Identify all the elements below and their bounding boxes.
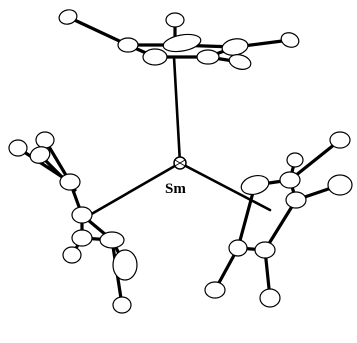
atom-ellipsoid [279, 171, 301, 189]
metal-atom [173, 156, 187, 170]
metal-centroid-bonds [86, 55, 272, 218]
atom-ellipsoid [221, 38, 249, 56]
metal-label: Sm [165, 181, 186, 197]
atom-ellipsoid [196, 49, 220, 65]
atom-ellipsoid [29, 146, 51, 164]
atom-ellipsoid [142, 48, 168, 66]
atom-ellipsoid [58, 9, 78, 25]
top-ring-atoms [58, 9, 300, 70]
bond-sm-left-centroid [86, 161, 182, 218]
atom-ellipsoid [112, 296, 132, 314]
atom-ellipsoid [254, 241, 276, 259]
atom-ellipsoid [99, 231, 125, 249]
atom-ellipsoid [59, 173, 81, 191]
bond-sm-top-centroid [172, 55, 182, 165]
left-ring-bonds [16, 138, 127, 307]
left-cp-ring [8, 131, 138, 314]
atom-ellipsoid [8, 139, 28, 157]
atom-ellipsoid [35, 131, 55, 149]
atom-ellipsoid [280, 32, 300, 48]
atom-ellipsoid [327, 174, 353, 196]
atom-ellipsoid [71, 229, 93, 247]
bond-sm-right-centroid [178, 161, 272, 212]
atom-ellipsoid [286, 152, 304, 168]
atom-ellipsoid [162, 33, 202, 53]
atom-ellipsoid [259, 288, 281, 308]
right-ring-atoms [204, 131, 353, 308]
right-cp-ring [204, 131, 353, 308]
right-ring-bonds [213, 138, 342, 300]
top-cp-ring [58, 9, 300, 70]
atom-ellipsoid [228, 54, 252, 70]
atom-ellipsoid [240, 174, 270, 196]
atom-ellipsoid [117, 37, 139, 53]
atom-ellipsoid [329, 131, 351, 149]
atom-ellipsoid [71, 206, 93, 224]
left-ring-atoms [8, 131, 138, 314]
atom-ellipsoid [165, 12, 185, 28]
atom-ellipsoid [228, 239, 248, 257]
atom-ellipsoid [204, 281, 226, 299]
atom-ellipsoid [285, 191, 307, 209]
atom-ellipsoid [112, 249, 138, 281]
atom-ellipsoid [62, 246, 82, 264]
